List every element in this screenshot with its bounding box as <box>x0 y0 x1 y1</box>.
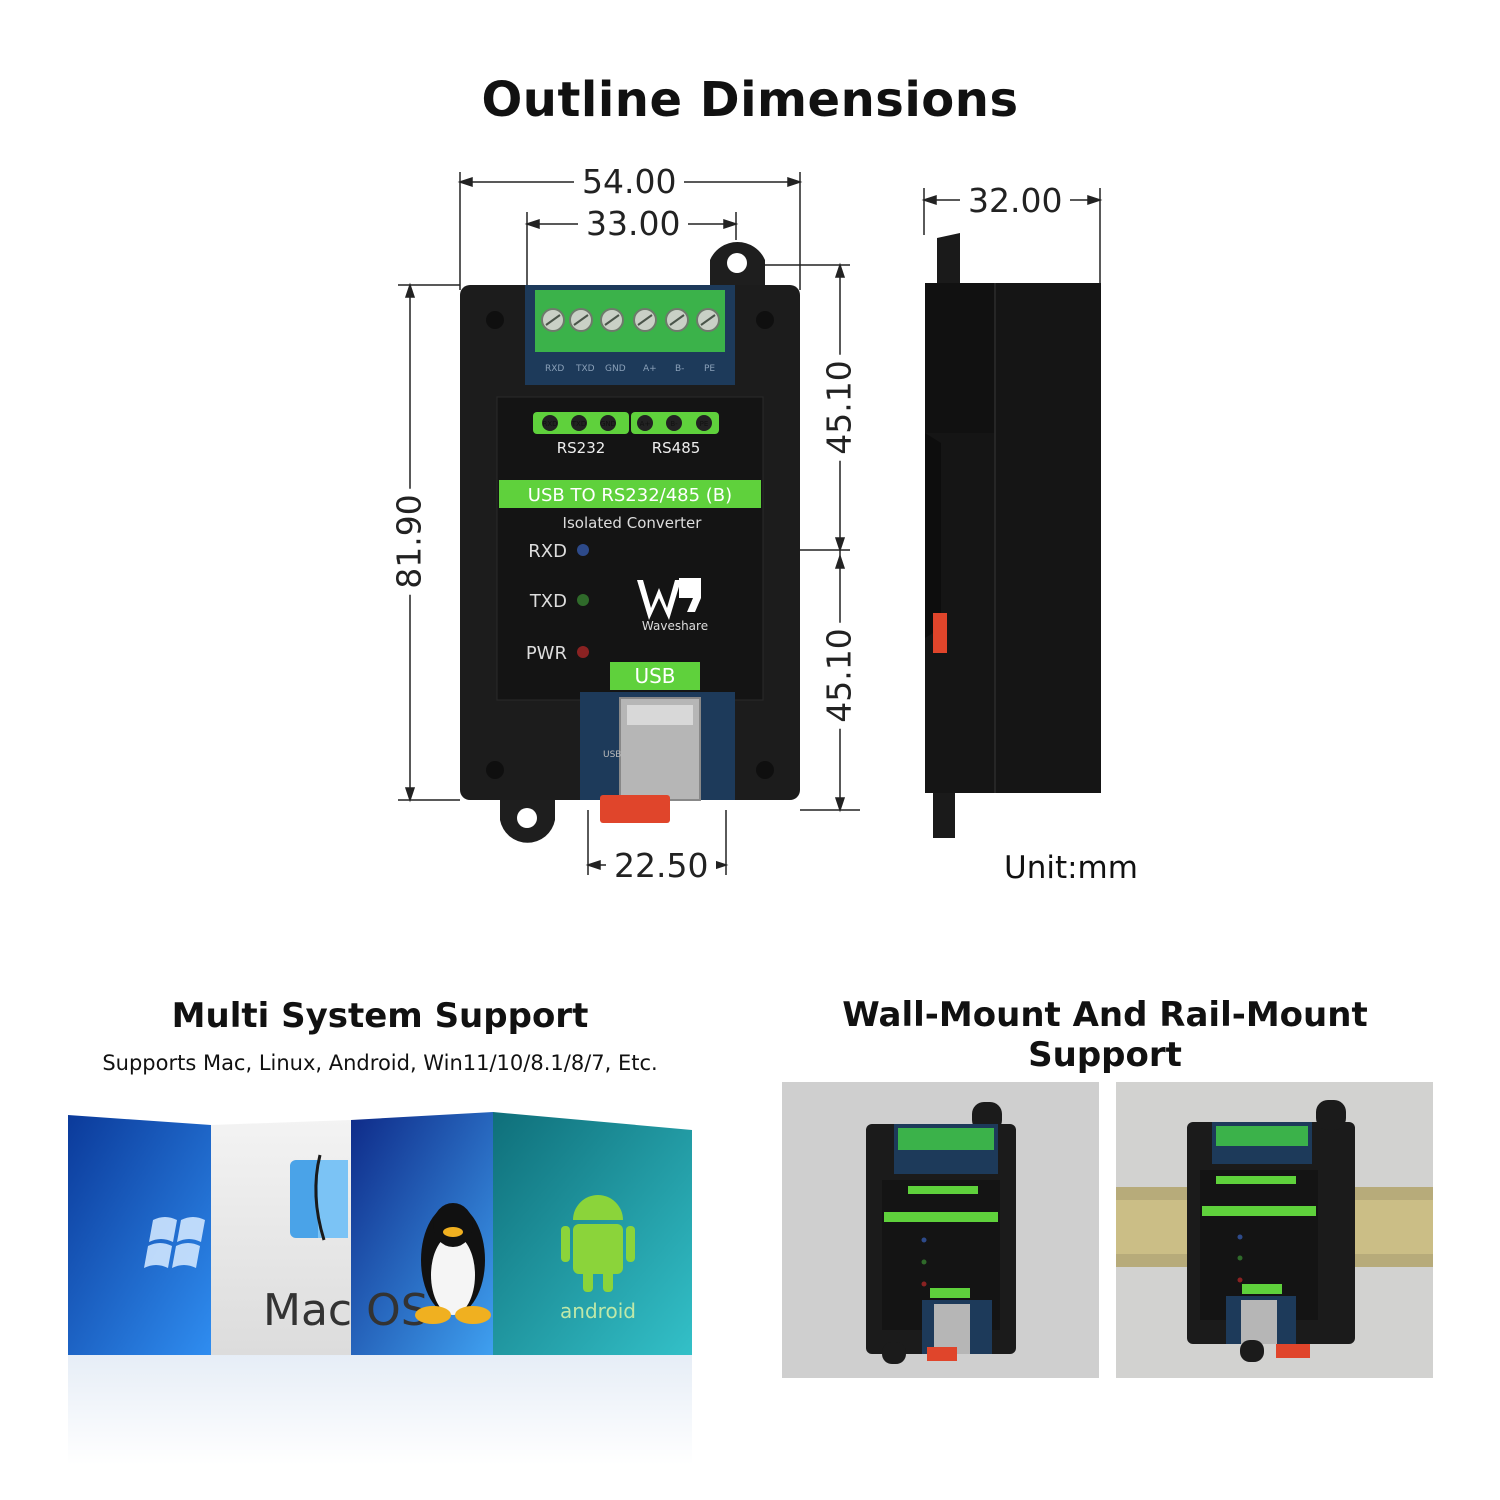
led-pwr-label: PWR <box>526 643 567 664</box>
rs232-label: RS232 <box>557 439 606 457</box>
pin-label: PE <box>704 364 715 374</box>
unit-label: Unit:mm <box>1004 850 1138 886</box>
usb-label: USB <box>634 664 675 688</box>
rail-mount-image <box>1116 1082 1433 1378</box>
pin-tag: PE <box>700 420 709 428</box>
pin-tag: GND <box>600 420 616 428</box>
os-panels: Mac OS android <box>68 1112 692 1465</box>
pin-tag: B- <box>670 420 678 428</box>
page-title: Outline Dimensions <box>481 72 1019 128</box>
rs485-label: RS485 <box>652 439 701 457</box>
subtitle-text: Isolated Converter <box>563 514 703 532</box>
systems-title: Multi System Support <box>171 996 589 1036</box>
pin-tag: TXD <box>571 420 586 428</box>
pin-label: TXD <box>575 364 595 374</box>
mac-text: Mac OS <box>263 1285 429 1336</box>
device-side-view <box>925 233 1101 838</box>
pin-tag: RXD <box>542 420 557 428</box>
led-txd-label: TXD <box>529 591 567 612</box>
pin-label: B- <box>675 364 684 374</box>
dim-height: 81.90 <box>389 488 429 595</box>
pin-label: A+ <box>643 364 657 374</box>
pin-label: RXD <box>545 364 564 374</box>
board-usb-label: USB <box>603 750 621 760</box>
wall-mount-image <box>782 1082 1099 1378</box>
dim-width-terminal: 33.00 <box>578 204 689 243</box>
dim-upper-half: 45.10 <box>819 354 859 461</box>
mounting-title: Wall-Mount And Rail-Mount Support <box>842 995 1368 1075</box>
dim-depth: 32.00 <box>960 181 1071 220</box>
dim-usb-width: 22.50 <box>606 846 717 885</box>
systems-subtitle: Supports Mac, Linux, Android, Win11/10/8… <box>102 1051 658 1075</box>
android-text: android <box>560 1299 636 1323</box>
dim-width-total: 54.00 <box>574 162 685 201</box>
banner-text: USB TO RS232/485 (B) <box>528 485 732 506</box>
brand-label: Waveshare <box>642 619 708 633</box>
led-rxd-label: RXD <box>528 541 567 562</box>
pin-tag: A+ <box>640 420 651 428</box>
dim-lower-half: 45.10 <box>819 622 859 729</box>
device-front-view: RXD TXD GND A+ B- PE RXD TXD GND A+ B- P… <box>460 241 800 843</box>
pin-label: GND <box>605 364 626 374</box>
